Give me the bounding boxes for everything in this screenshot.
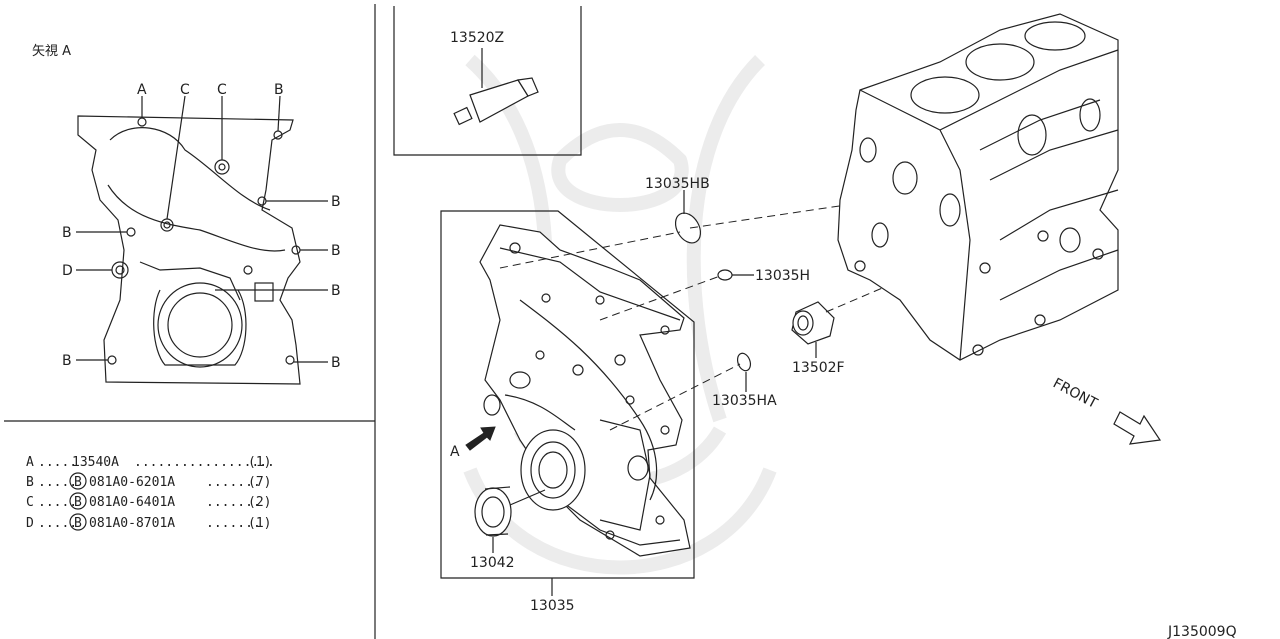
sealant-tube-icon — [453, 77, 539, 126]
callout-right-b3: B — [331, 283, 341, 299]
legend-dots: ..... — [38, 516, 77, 531]
legend-dots: ....... — [206, 495, 261, 510]
legend-row: C ..... B 081A0-6401A ....... (2) — [26, 492, 271, 510]
legend-part-number: 081A0-8701A — [89, 516, 175, 531]
gasket-hb-icon — [674, 212, 702, 244]
front-direction-indicator: FRONT — [1050, 375, 1162, 445]
front-label: FRONT — [1050, 375, 1100, 412]
callout-left-b1: B — [62, 225, 72, 241]
legend-quantity: (2) — [248, 495, 271, 510]
legend-part-number: 13540A — [72, 455, 119, 470]
bolt-badge-icon — [69, 472, 87, 490]
callout-left-d: D — [62, 263, 73, 279]
callout-left-b2: B — [62, 353, 72, 369]
gasket-ha-icon — [736, 352, 752, 372]
legend-quantity: (1) — [248, 516, 271, 531]
bolt-badge-icon — [69, 513, 87, 531]
part-label-gasket-hb: 13035HB — [645, 176, 710, 192]
part-label-gasket-h: 13035H — [755, 268, 810, 284]
engine-block-icon — [837, 13, 1119, 361]
legend-quantity: (7) — [248, 475, 271, 490]
fastener-legend: A ..... 13540A .................. (1) B … — [26, 455, 275, 531]
legend-dots: ....... — [206, 475, 261, 490]
oil-seal-icon — [474, 486, 546, 553]
legend-key: D — [26, 516, 34, 531]
sealant-box[interactable]: 13520Z — [393, 6, 582, 156]
legend-part-number: 081A0-6401A — [89, 495, 175, 510]
part-label-sealant: 13520Z — [450, 30, 504, 46]
gasket-ha[interactable]: 13035HA — [712, 351, 777, 409]
front-arrow-icon — [1113, 411, 1162, 445]
legend-badge: B — [74, 475, 82, 490]
callout-right-b1: B — [331, 194, 341, 210]
legend-key: A — [26, 455, 34, 470]
legend-row: A ..... 13540A .................. (1) — [26, 455, 275, 470]
timing-cover-icon — [479, 224, 691, 557]
legend-dots: ..... — [38, 495, 77, 510]
legend-dots: ....... — [206, 516, 261, 531]
arrow-label-a: A — [450, 444, 460, 460]
bolt-badge-icon — [69, 492, 87, 510]
part-label-dowel: 13502F — [792, 360, 845, 376]
view-a-leader-lines — [76, 95, 328, 363]
cover-group-frame — [440, 210, 695, 579]
legend-dots: ..... — [38, 475, 77, 490]
part-label-gasket-ha: 13035HA — [712, 393, 777, 409]
legend-badge: B — [74, 495, 82, 510]
dowel-sleeve-icon — [791, 301, 835, 345]
diagram-id: J135009Q — [1167, 624, 1237, 639]
part-label-oil-seal: 13042 — [470, 555, 515, 571]
callout-top-c1: C — [180, 82, 190, 98]
dowel[interactable]: 13502F — [791, 301, 845, 376]
gasket-h-icon — [717, 269, 733, 281]
legend-part-number: 081A0-6201A — [89, 475, 175, 490]
view-a-cover-outline — [77, 115, 301, 385]
callout-right-b4: B — [331, 355, 341, 371]
callout-top-a: A — [137, 82, 147, 98]
view-arrow-icon — [465, 426, 496, 451]
legend-row: B ..... B 081A0-6201A ....... (7) — [26, 472, 271, 490]
view-a-title: 矢視 A — [32, 44, 71, 59]
callout-top-c2: C — [217, 82, 227, 98]
legend-key: B — [26, 475, 34, 490]
view-a-bolt-holes — [107, 117, 301, 365]
timing-cover-group[interactable]: 13042 A 13035 — [440, 210, 695, 614]
legend-dots: ..... — [38, 455, 77, 470]
legend-badge: B — [74, 516, 82, 531]
callout-right-b2: B — [331, 243, 341, 259]
callout-top-b: B — [274, 82, 284, 98]
gasket-hb[interactable]: 13035HB — [645, 176, 710, 247]
legend-key: C — [26, 495, 34, 510]
legend-row: D ..... B 081A0-8701A ....... (1) — [26, 513, 271, 531]
gasket-h[interactable]: 13035H — [717, 268, 810, 284]
legend-quantity: (1) — [248, 455, 271, 470]
part-label-cover: 13035 — [530, 598, 575, 614]
legend-dots: .................. — [134, 455, 275, 470]
